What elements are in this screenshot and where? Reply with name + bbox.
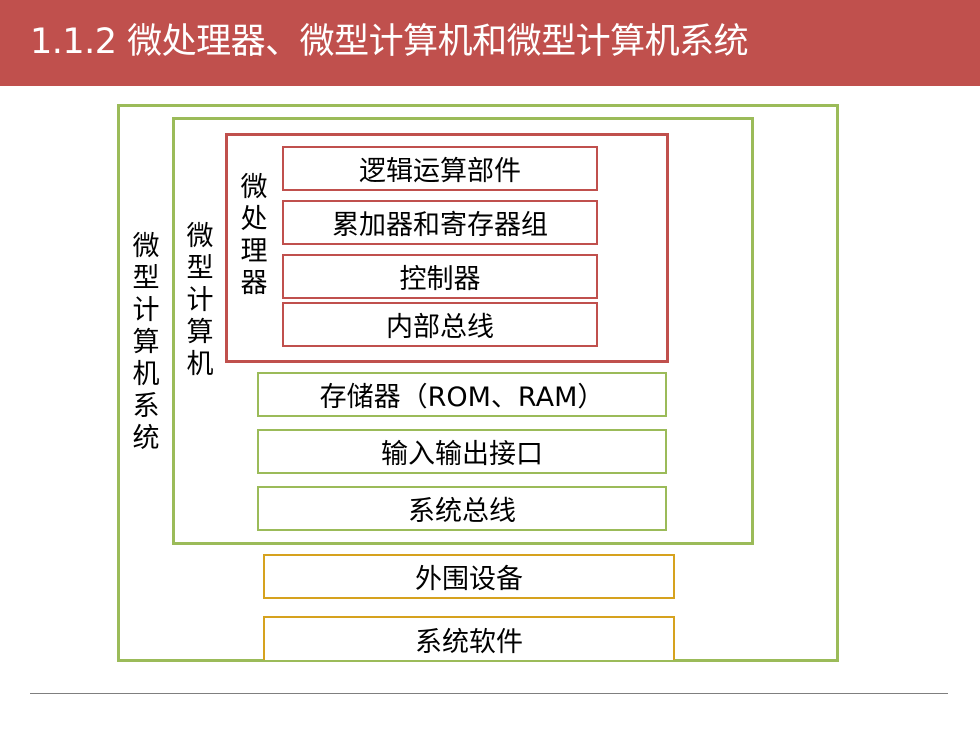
internal-bus-box: 内部总线 — [282, 302, 598, 347]
registers-box: 累加器和寄存器组 — [282, 200, 598, 245]
microprocessor-frame — [225, 133, 669, 363]
controller-box: 控制器 — [282, 254, 598, 299]
peripherals-box: 外围设备 — [263, 554, 675, 599]
computer-label: 微型计算机 — [186, 221, 214, 380]
memory-box: 存储器（ROM、RAM） — [257, 372, 667, 417]
cpu-label: 微处理器 — [240, 172, 268, 299]
microcomputer-frame — [172, 117, 754, 545]
microcomputer-system-frame — [117, 104, 839, 662]
io-interface-box: 输入输出接口 — [257, 429, 667, 474]
system-bus-box: 系统总线 — [257, 486, 667, 531]
system-label: 微型计算机系统 — [132, 231, 160, 454]
title-bar: 1.1.2 微处理器、微型计算机和微型计算机系统 — [0, 0, 980, 86]
footer-divider — [30, 693, 948, 694]
system-software-box: 系统软件 — [263, 616, 675, 660]
alu-box: 逻辑运算部件 — [282, 146, 598, 191]
slide-title: 1.1.2 微处理器、微型计算机和微型计算机系统 — [30, 22, 749, 62]
